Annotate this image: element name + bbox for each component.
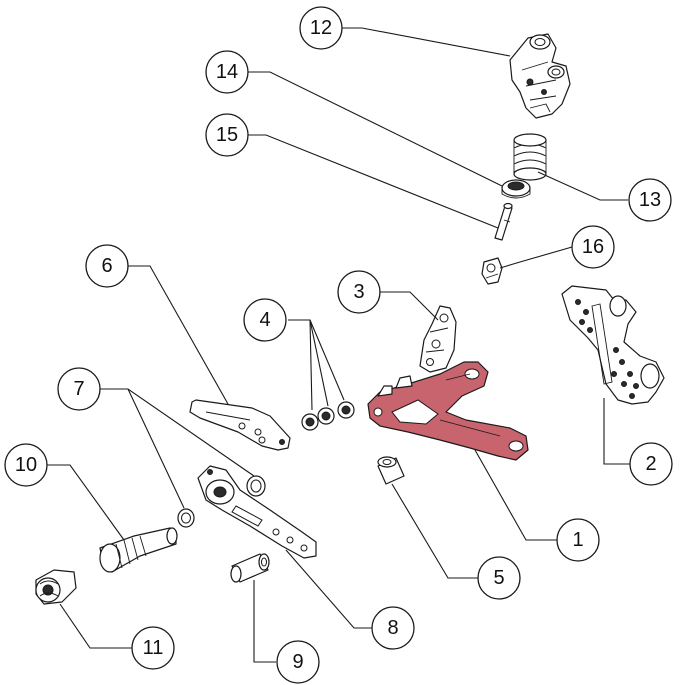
callout-label-10: 10 [15, 454, 37, 476]
leader-12 [342, 27, 511, 57]
callout-label-12: 12 [310, 17, 332, 39]
leader-3 [374, 291, 439, 321]
callout-label-6: 6 [101, 255, 112, 277]
leader-8 [285, 549, 372, 629]
part-16-clevis [481, 257, 503, 285]
callout-label-4: 4 [259, 309, 270, 331]
callout-14: 14 [205, 50, 249, 94]
callout-label-13: 13 [639, 189, 661, 211]
callout-label-5: 5 [493, 567, 504, 589]
part-6-heel-plate [189, 399, 291, 451]
part-7-o-rings [177, 475, 266, 528]
callout-label-3: 3 [353, 281, 364, 303]
leader-4a [288, 319, 313, 411]
leader-16 [499, 246, 573, 269]
callout-label-2: 2 [645, 453, 656, 475]
leader-7a [100, 388, 255, 477]
callout-label-8: 8 [387, 617, 398, 639]
callout-1: 1 [556, 518, 600, 562]
leader-6 [128, 265, 229, 405]
leader-14 [248, 71, 503, 187]
leader-15 [248, 134, 499, 229]
part-4-bushings [301, 401, 355, 431]
callout-6: 6 [85, 244, 129, 288]
callout-label-16: 16 [582, 236, 604, 258]
part-3-bracket [419, 305, 457, 373]
callout-label-14: 14 [216, 61, 238, 83]
leader-9 [253, 580, 276, 663]
leader-4c [309, 319, 345, 401]
part-5-spacer [377, 456, 405, 485]
leader-4b [309, 319, 329, 407]
part-14-seal [501, 179, 531, 199]
part-13-spring [513, 133, 547, 181]
part-2-footpeg-plate [561, 285, 665, 405]
leader-5 [391, 483, 478, 579]
callout-7: 7 [57, 367, 101, 411]
callout-15: 15 [205, 113, 249, 157]
callout-8: 8 [371, 606, 415, 650]
part-15-pushrod [494, 202, 513, 241]
callout-12: 12 [299, 6, 343, 50]
callout-11: 11 [131, 626, 175, 670]
callout-label-9: 9 [292, 651, 303, 673]
part-12-master-cylinder [509, 33, 571, 119]
callout-2: 2 [629, 442, 673, 486]
part-11-adjuster-nut [35, 569, 77, 605]
leader-lines [42, 27, 630, 663]
leader-11 [59, 603, 132, 649]
callout-label-11: 11 [143, 637, 164, 659]
part-1-main-hanger [367, 361, 529, 461]
callout-10: 10 [4, 443, 48, 487]
callout-13: 13 [628, 178, 672, 222]
callout-label-15: 15 [216, 124, 238, 146]
callout-4: 4 [243, 298, 287, 342]
callout-3: 3 [337, 270, 381, 314]
part-10-pivot-shaft [99, 527, 178, 573]
leader-7b [127, 388, 185, 509]
callout-9: 9 [276, 640, 320, 684]
leader-2 [603, 398, 630, 465]
callout-5: 5 [477, 556, 521, 600]
leader-10 [42, 464, 125, 541]
callout-16: 16 [571, 225, 615, 269]
leader-1 [474, 449, 558, 541]
leader-13 [537, 171, 628, 201]
part-9-pin-sleeve [230, 553, 270, 583]
callout-label-1: 1 [572, 529, 583, 551]
callout-label-7: 7 [73, 378, 84, 400]
part-8-lever-arm [197, 465, 317, 559]
